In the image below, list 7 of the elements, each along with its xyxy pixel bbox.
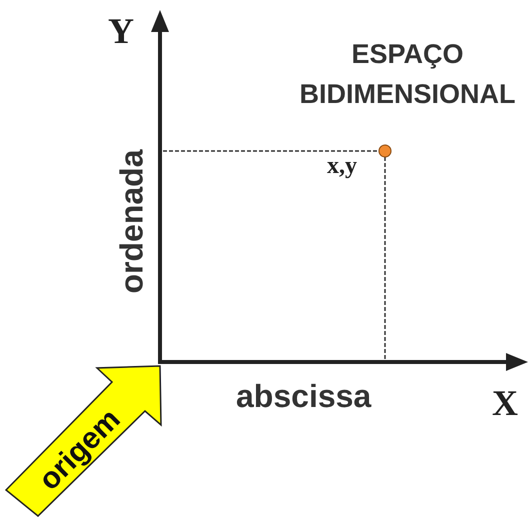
diagram-title: ESPAÇO BIDIMENSIONAL xyxy=(298,38,516,111)
axis-title: abscissa xyxy=(236,378,372,415)
point-label: x,y xyxy=(327,153,357,180)
axis-label: Y xyxy=(108,10,134,52)
axis-title: ordenada xyxy=(114,149,151,294)
axis-label: X xyxy=(492,382,518,424)
block-arrow xyxy=(5,365,165,517)
